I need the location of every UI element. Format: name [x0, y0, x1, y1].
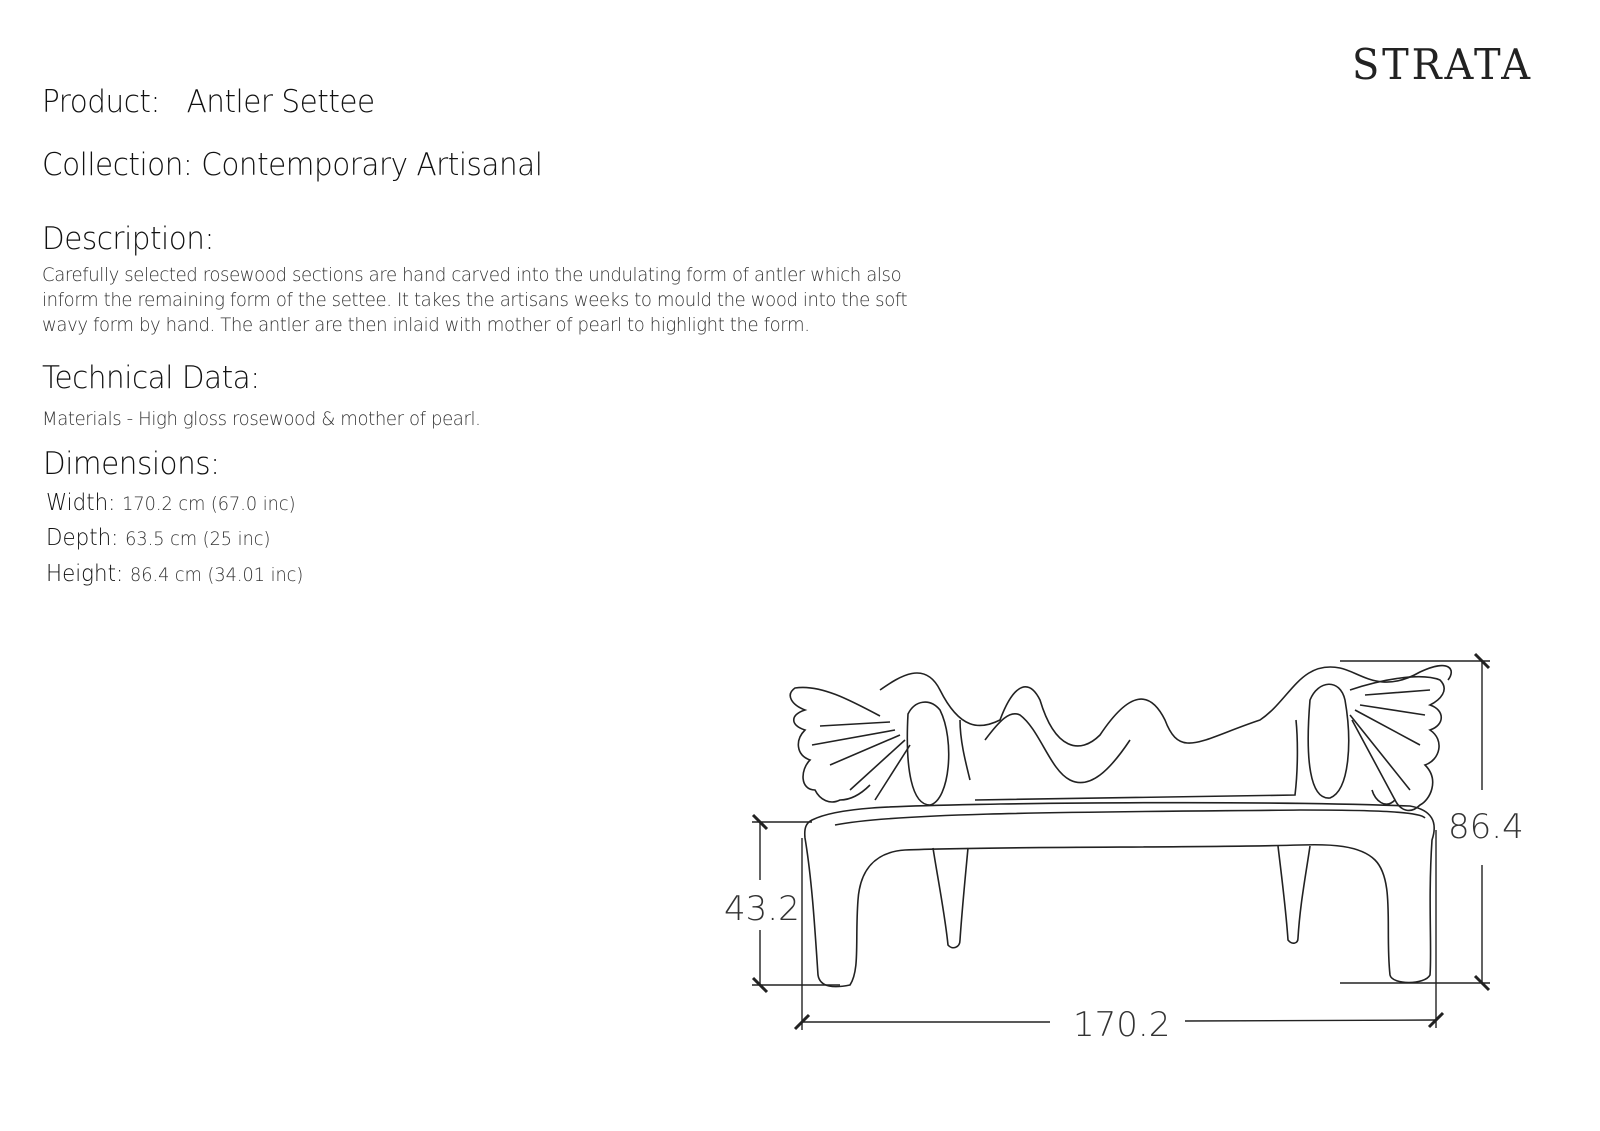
dimension-depth: Depth: 63.5 cm (25 inc) — [46, 525, 270, 551]
dimension-height: Height: 86.4 cm (34.01 inc) — [46, 561, 303, 587]
dimensions-heading: Dimensions: — [43, 446, 220, 482]
total-height-label: 86.4 — [1448, 807, 1524, 847]
dimension-value: 86.4 cm (34.01 inc) — [129, 564, 304, 586]
collection-label: Collection: — [42, 147, 193, 183]
description-line: inform the remaining form of the settee.… — [42, 289, 908, 311]
seat-height-label: 43.2 — [724, 889, 800, 929]
dimension-width: Width: 170.2 cm (67.0 inc) — [46, 490, 295, 516]
collection-line: Collection: Contemporary Artisanal — [42, 147, 543, 183]
dimension-lines — [751, 652, 1491, 1031]
description-line: Carefully selected rosewood sections are… — [42, 264, 902, 286]
description-line: wavy form by hand. The antler are then i… — [42, 314, 810, 336]
product-name: Antler Settee — [186, 84, 376, 120]
dimension-label: Width: — [46, 490, 116, 516]
dimension-label: Depth: — [46, 525, 119, 551]
width-label: 170.2 — [1073, 1005, 1170, 1045]
product-label: Product: — [42, 84, 160, 120]
technical-heading: Technical Data: — [42, 360, 260, 396]
settee-outline — [789, 664, 1453, 988]
product-line: Product: Antler Settee — [42, 84, 375, 120]
dimension-label: Height: — [46, 561, 124, 587]
dimension-value: 63.5 cm (25 inc) — [125, 528, 271, 550]
collection-name: Contemporary Artisanal — [201, 147, 543, 183]
brand-logo: STRATA — [1352, 40, 1533, 89]
materials-text: Materials - High gloss rosewood & mother… — [42, 408, 481, 430]
description-text: Carefully selected rosewood sections are… — [42, 263, 908, 338]
description-heading: Description: — [42, 221, 214, 257]
dimension-value: 170.2 cm (67.0 inc) — [122, 493, 296, 515]
